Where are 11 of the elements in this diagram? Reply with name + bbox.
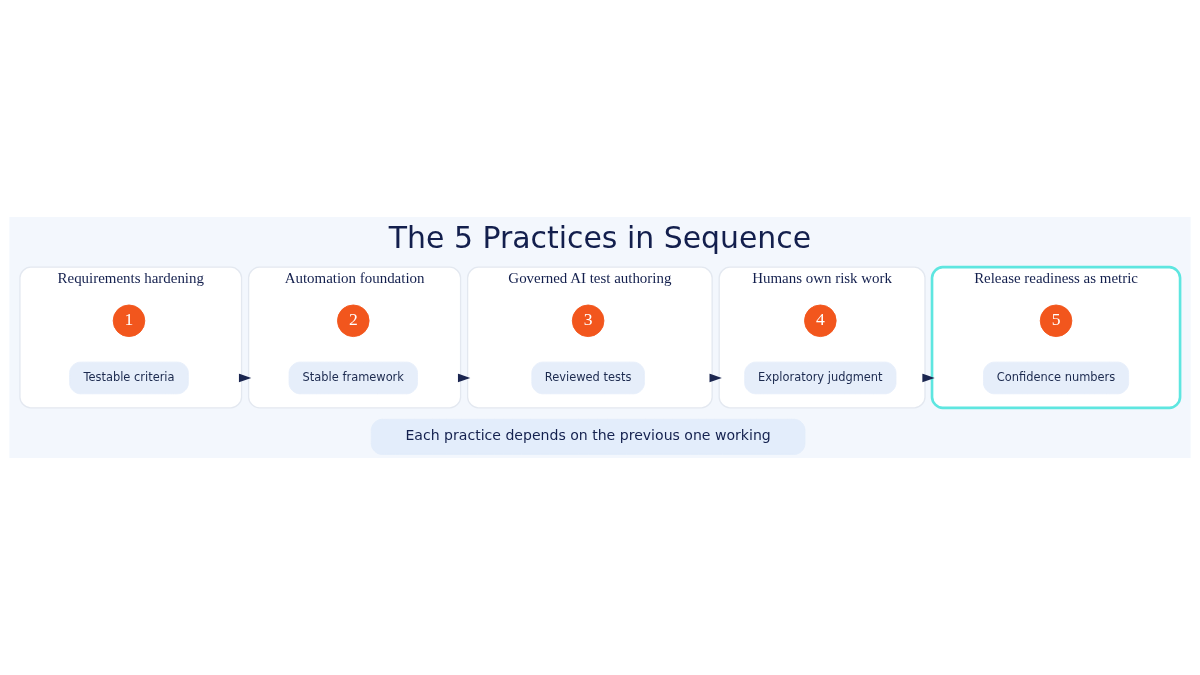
node-box: Testable criteria: [69, 361, 189, 395]
node-box: Exploratory judgment: [744, 361, 897, 395]
diagram-title: The 5 Practices in Sequence: [388, 219, 812, 255]
node-circle: 1: [112, 304, 146, 338]
node-box: Confidence numbers: [983, 361, 1130, 395]
node-circle: 2: [337, 304, 370, 338]
node-box: Stable framework: [288, 361, 418, 395]
node-circle: 5: [1039, 304, 1073, 338]
node-circle: 4: [804, 304, 837, 338]
node-box: Reviewed tests: [531, 361, 645, 395]
node-circle: 3: [571, 304, 605, 338]
